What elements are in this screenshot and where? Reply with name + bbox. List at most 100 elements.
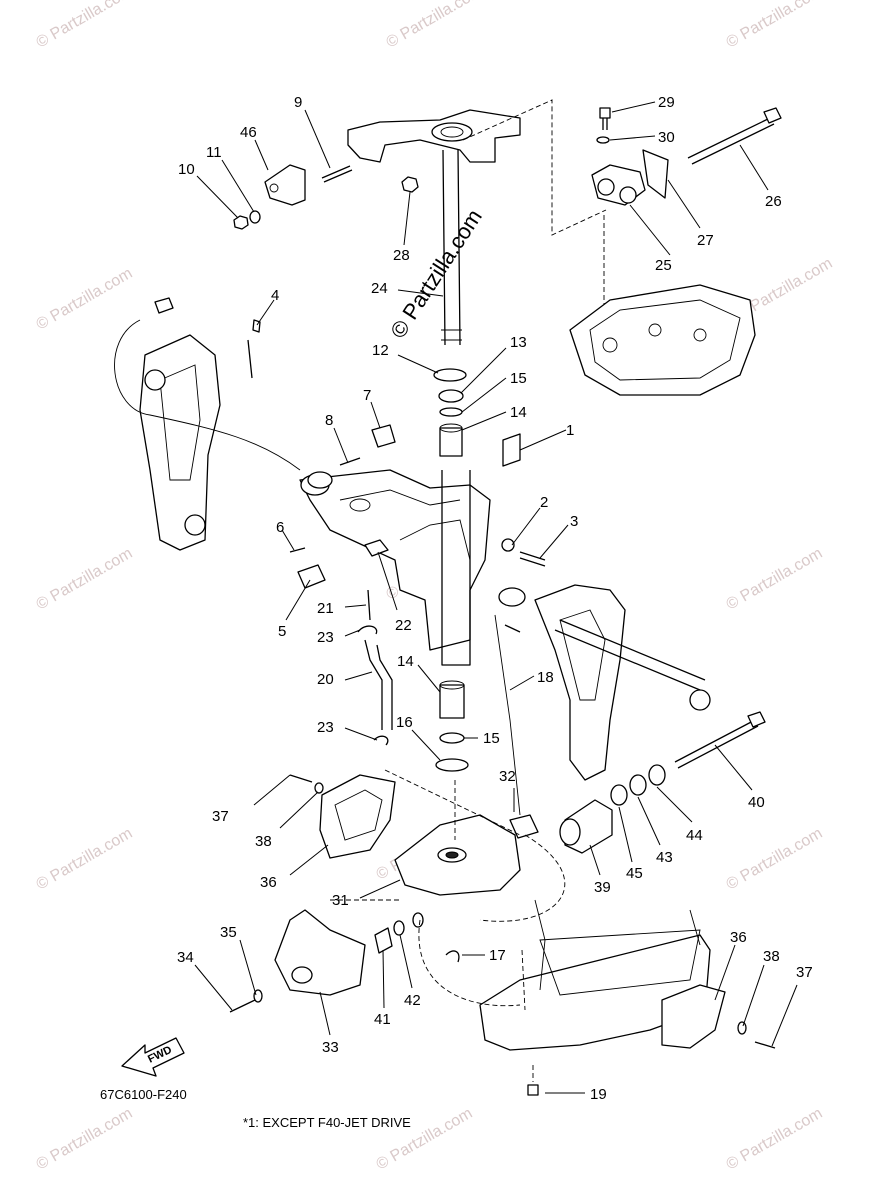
callout-37b: 37: [796, 964, 813, 981]
washer-45: [610, 784, 628, 806]
mount-36-left: [319, 774, 396, 859]
callouts: 1 2 3 4 5 6 7 8 9 10 11 12 13 14 14 15 1…: [177, 94, 813, 1103]
hose-20: [364, 639, 393, 730]
stud-21: [367, 589, 371, 621]
cable-tie-4: [247, 319, 261, 379]
callout-40: 40: [748, 794, 765, 811]
callout-18: 18: [537, 669, 554, 686]
callout-37: 37: [212, 808, 229, 825]
callout-36: 36: [260, 874, 277, 891]
callout-1: 1: [566, 422, 574, 439]
callout-9: 9: [294, 94, 302, 111]
steering-arm-boss: [431, 122, 473, 142]
bolt-3: [519, 551, 546, 567]
bolt-37-left: [289, 774, 313, 783]
callout-21: 21: [317, 600, 334, 617]
callout-12: 12: [372, 342, 389, 359]
callout-39: 39: [594, 879, 611, 896]
mount-36-right: [661, 984, 726, 1049]
callout-4: 4: [271, 287, 279, 304]
plate-1: [502, 433, 521, 467]
clamp-23b: [373, 735, 389, 746]
callout-32: 32: [499, 768, 516, 785]
callout-3: 3: [570, 513, 578, 530]
clamp-bracket-right: [534, 584, 626, 781]
bushing-right: [498, 587, 526, 607]
washer-11: [249, 210, 261, 224]
bracket-46: [264, 164, 306, 206]
callout-16: 16: [396, 714, 413, 731]
callout-5: 5: [278, 623, 286, 640]
parts-drawing: [114, 99, 782, 1096]
callout-28: 28: [393, 247, 410, 264]
callout-38b: 38: [763, 948, 780, 965]
bolt-37-right: [754, 1041, 776, 1049]
diagram-code: 67C6100-F240: [100, 1087, 187, 1102]
washer-12: [433, 368, 467, 382]
nut-28: [401, 176, 419, 193]
callout-15: 15: [510, 370, 527, 387]
clamp-bracket-left: [139, 334, 221, 551]
watermark: © Partzilla.com: [34, 1105, 136, 1174]
washer-42b: [412, 912, 424, 928]
bolt-9: [321, 165, 353, 183]
washer-38-right: [737, 1021, 747, 1035]
callout-33: 33: [322, 1039, 339, 1056]
watermark: © Partzilla.com: [34, 0, 136, 51]
callout-34: 34: [177, 949, 194, 966]
cover-33: [274, 909, 366, 996]
collar-41: [374, 927, 393, 954]
bolt-40: [674, 719, 759, 769]
callout-43: 43: [656, 849, 673, 866]
washer-43: [629, 774, 647, 796]
o-ring-15b: [439, 732, 465, 744]
grease-nipple: [504, 624, 521, 633]
watermark: © Partzilla.com: [34, 265, 136, 334]
nut-2: [501, 538, 515, 552]
fwd-arrow: FWD: [121, 1037, 185, 1077]
callout-42: 42: [404, 992, 421, 1009]
callout-17: 17: [489, 947, 506, 964]
bolt-34: [229, 999, 256, 1013]
callout-14b: 14: [397, 653, 414, 670]
callout-19: 19: [590, 1086, 607, 1103]
mount-bracket-27: [642, 149, 669, 199]
bushing-14b: [439, 684, 465, 719]
tilt-tube: [554, 619, 706, 691]
bolt-19: [527, 1084, 539, 1096]
callout-45: 45: [626, 865, 643, 882]
watermark: © Partzilla.com: [724, 825, 826, 894]
bolt-29: [599, 107, 611, 130]
wire-lead: [114, 319, 301, 471]
leader-lines: [194, 101, 798, 1094]
holder-5: [297, 564, 326, 589]
washer-44: [648, 764, 666, 786]
callout-7: 7: [363, 387, 371, 404]
ground-lead-18: [494, 614, 521, 816]
callout-11: 11: [206, 144, 222, 161]
steering-shaft: [442, 149, 461, 346]
connector: [154, 297, 174, 314]
callout-26: 26: [765, 193, 782, 210]
callout-44: 44: [686, 827, 703, 844]
bushing-13: [438, 389, 464, 403]
clip-17: [445, 950, 460, 963]
plate-32: [509, 814, 539, 839]
callout-6: 6: [276, 519, 284, 536]
callout-23: 23: [317, 629, 334, 646]
callout-24: 24: [371, 280, 388, 297]
callout-8: 8: [325, 412, 333, 429]
callout-13: 13: [510, 334, 527, 351]
callout-29: 29: [658, 94, 675, 111]
callout-23b: 23: [317, 719, 334, 736]
bolt-8: [339, 457, 361, 466]
washer-35: [253, 989, 263, 1003]
callout-35: 35: [220, 924, 237, 941]
callout-27: 27: [697, 232, 714, 249]
callout-2: 2: [540, 494, 548, 511]
watermark: © Partzilla.com: [724, 0, 826, 51]
mount-7: [371, 424, 396, 448]
bushing-left: [307, 471, 333, 489]
washer-42: [393, 920, 405, 936]
callout-10: 10: [178, 161, 195, 178]
